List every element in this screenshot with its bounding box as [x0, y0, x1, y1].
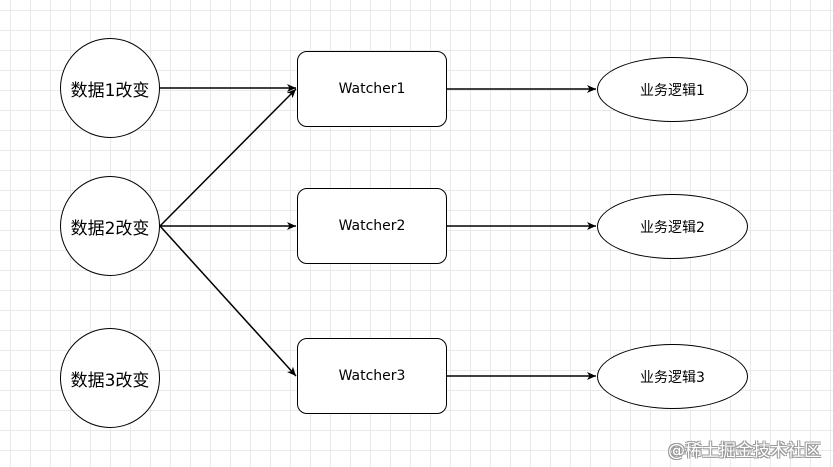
business-logic-node-1: 业务逻辑1 — [597, 57, 748, 122]
business-logic-label-2: 业务逻辑2 — [640, 219, 705, 236]
business-logic-node-3: 业务逻辑3 — [597, 344, 748, 409]
data-change-node-3: 数据3改变 — [60, 328, 160, 428]
business-logic-node-2: 业务逻辑2 — [597, 194, 748, 259]
watcher-node-1: Watcher1 — [297, 51, 447, 127]
watcher-label-2: Watcher2 — [338, 218, 406, 234]
data-change-label-1: 数据1改变 — [70, 80, 150, 101]
watermark: @稀土掘金技术社区 — [668, 441, 821, 461]
data-change-label-2: 数据2改变 — [70, 218, 150, 239]
watcher-node-2: Watcher2 — [297, 188, 447, 264]
data-change-label-3: 数据3改变 — [70, 370, 150, 391]
watcher-label-3: Watcher3 — [338, 368, 406, 384]
business-logic-label-1: 业务逻辑1 — [640, 82, 705, 99]
edge-data2-watcher1 — [159, 88, 297, 227]
edge-data2-watcher3 — [159, 225, 297, 377]
watcher-node-3: Watcher3 — [297, 338, 447, 414]
data-change-node-2: 数据2改变 — [60, 176, 160, 276]
business-logic-label-3: 业务逻辑3 — [640, 369, 705, 386]
data-change-node-1: 数据1改变 — [60, 38, 160, 138]
watcher-label-1: Watcher1 — [338, 81, 406, 97]
